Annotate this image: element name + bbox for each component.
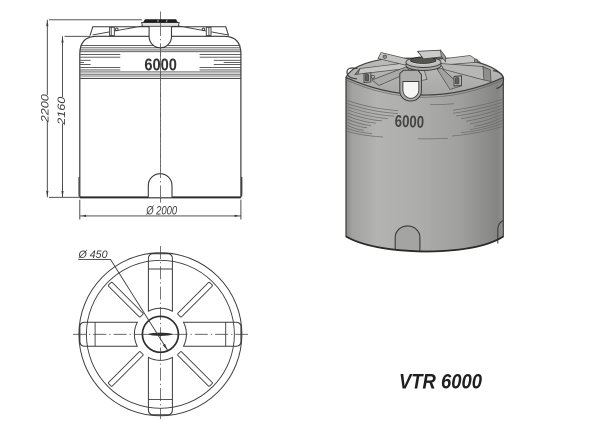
svg-text:Ø 2000: Ø 2000 bbox=[145, 203, 177, 217]
svg-text:Ø 450: Ø 450 bbox=[78, 249, 108, 261]
svg-text:2160: 2160 bbox=[56, 97, 68, 126]
svg-text:6000: 6000 bbox=[394, 112, 424, 132]
svg-text:6000: 6000 bbox=[144, 55, 177, 75]
svg-text:2200: 2200 bbox=[39, 94, 51, 123]
svg-text:VTR 6000: VTR 6000 bbox=[399, 371, 482, 394]
